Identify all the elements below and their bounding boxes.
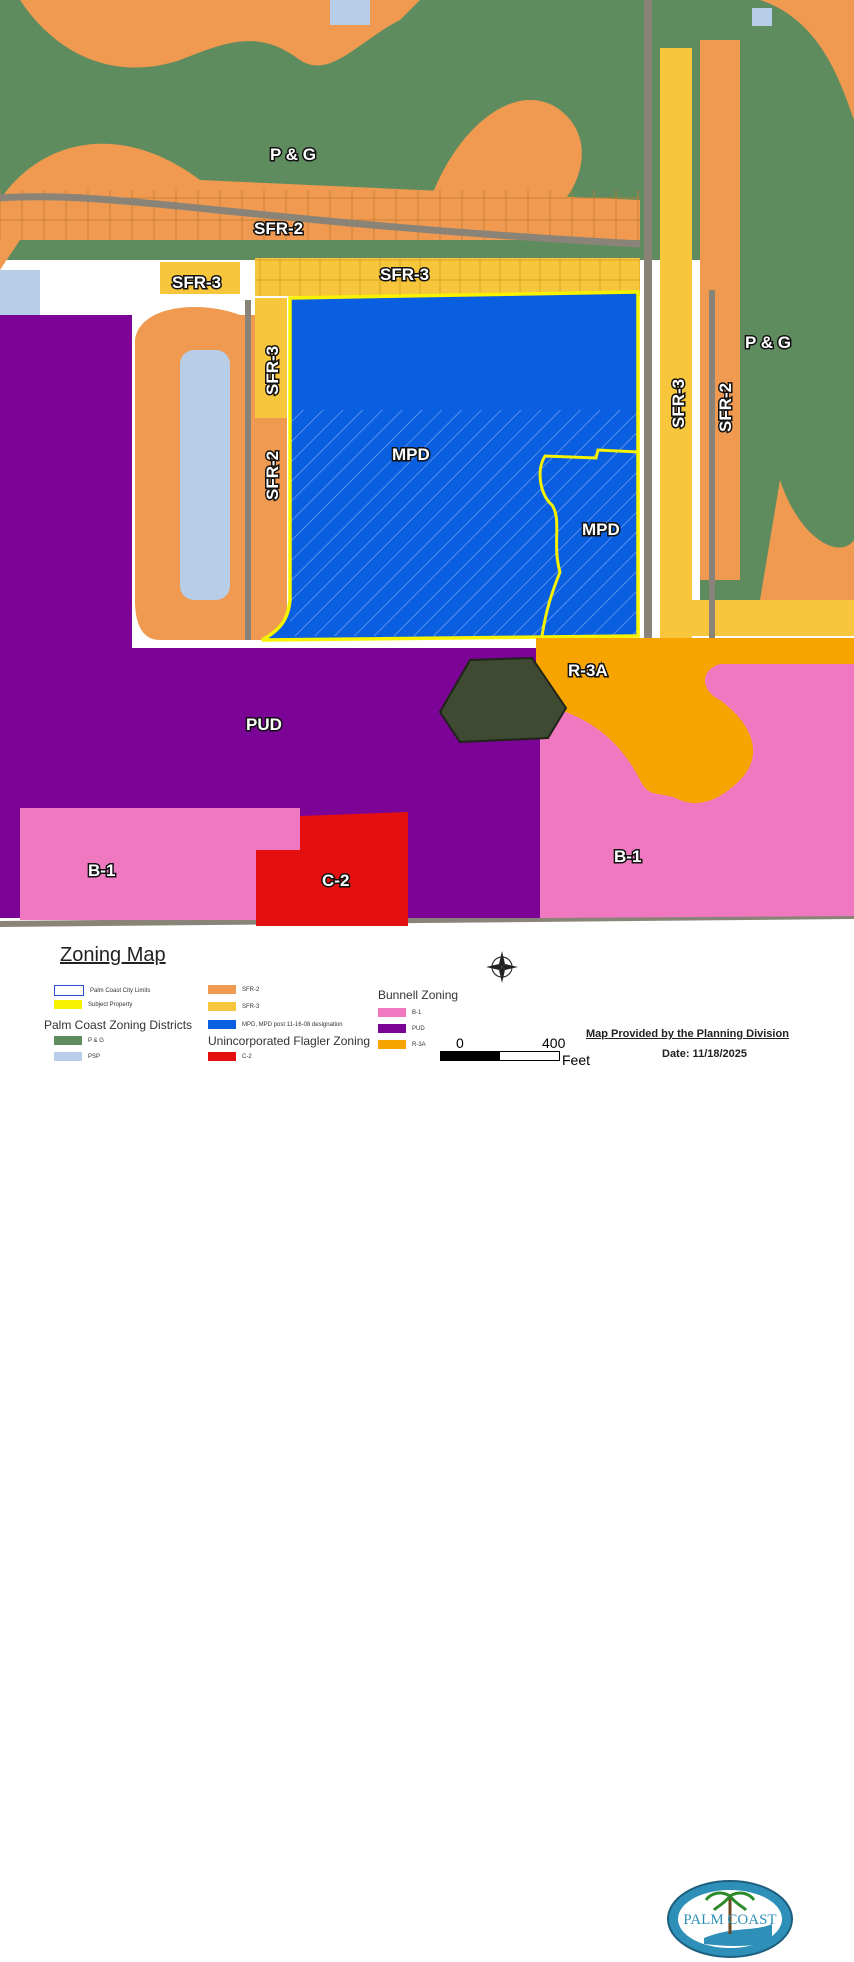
scale-start: 0 — [456, 1035, 464, 1051]
scale-unit: Feet — [562, 1052, 591, 1068]
label-sfr2-vertical: SFR-2 — [263, 451, 282, 500]
label-pg-east: P & G — [745, 333, 791, 352]
swatch-pg — [54, 1036, 82, 1045]
legend-title: Zoning Map — [60, 944, 166, 966]
zone-sfr2-east-strip — [700, 40, 740, 580]
label-sfr3-top: SFR-3 — [380, 265, 429, 284]
legend: Zoning Map Palm Coast City Limits Subjec… — [22, 930, 854, 1958]
palm-coast-logo: PALM COAST — [667, 1880, 793, 1958]
legend-palm-coast-heading: Palm Coast Zoning Districts — [44, 1018, 193, 1032]
legend-pud: PUD — [378, 1024, 425, 1033]
subject-property-inner-line — [538, 448, 639, 637]
scale-bar — [440, 1051, 560, 1061]
legend-sfr3: SFR-3 — [208, 1002, 259, 1011]
legend-r3a: R-3A — [378, 1040, 426, 1049]
label-sfr2-east: SFR-2 — [716, 383, 735, 432]
zone-sfr2-north-loops — [20, 0, 420, 68]
label-sfr3-left: SFR-3 — [172, 273, 221, 292]
zone-psp-west — [0, 270, 40, 315]
swatch-r3a — [378, 1040, 406, 1049]
legend-bunnell-heading: Bunnell Zoning — [378, 988, 459, 1002]
zone-b1-west — [20, 808, 300, 920]
swatch-psp — [54, 1052, 82, 1061]
legend-mpd: MPD, MPD post 11-16-08 designation — [208, 1020, 343, 1029]
swatch-city-limits — [54, 985, 84, 996]
swatch-b1 — [378, 1008, 406, 1017]
label-sfr3-vertical: SFR-3 — [263, 346, 282, 395]
zone-sfr2-vertical — [255, 418, 287, 640]
scale-end: 400 — [542, 1035, 566, 1051]
zone-sfr3-vertical — [255, 298, 287, 418]
legend-subject-property: Subject Property — [54, 1000, 132, 1009]
label-mpd-main: MPD — [392, 445, 430, 464]
zone-sfr2-far-east — [760, 480, 854, 600]
zone-r3a — [536, 638, 854, 804]
legend-unincorporated-heading: Unincorporated Flagler Zoning — [208, 1034, 371, 1048]
zoning-map: P & G SFR-2 SFR-3 SFR-3 P & G SFR-3 SFR-… — [0, 0, 854, 927]
label-sfr3-east: SFR-3 — [669, 379, 688, 428]
lot-grid-sfr3 — [255, 258, 640, 296]
zone-sfr3-bottom-east — [668, 600, 854, 636]
label-r3a: R-3A — [568, 661, 608, 680]
north-arrow-icon — [486, 951, 518, 983]
zone-c2 — [256, 812, 408, 926]
legend-sfr2: SFR-2 — [208, 985, 259, 994]
legend-b1: B-1 — [378, 1008, 421, 1017]
swatch-pud — [378, 1024, 406, 1033]
logo-text: PALM COAST — [683, 1912, 776, 1928]
label-mpd-east: MPD — [582, 520, 620, 539]
legend-pg: P & G — [54, 1036, 104, 1045]
subject-property-outline — [261, 290, 640, 642]
label-pud: PUD — [246, 715, 282, 734]
mpd-hatch — [290, 410, 638, 636]
swatch-sfr2 — [208, 985, 236, 994]
swatch-mpd — [208, 1020, 236, 1029]
swatch-sfr3 — [208, 1002, 236, 1011]
zone-sfr3-left-block — [160, 262, 240, 294]
map-date: Date: 11/18/2025 — [662, 1048, 748, 1060]
road-main-east-west — [0, 193, 641, 248]
label-b1-west: B-1 — [88, 861, 115, 880]
zone-psp-ne — [752, 8, 772, 26]
label-c2: C-2 — [322, 871, 349, 890]
label-sfr2-top: SFR-2 — [254, 219, 303, 238]
label-pg-north: P & G — [270, 145, 316, 164]
zone-psp-north — [330, 0, 370, 25]
swatch-subject-property — [54, 1000, 82, 1009]
label-b1-east: B-1 — [614, 847, 641, 866]
zone-pud — [0, 315, 540, 918]
swatch-c2 — [208, 1052, 236, 1061]
zone-sfr2-east-curve — [760, 0, 854, 120]
legend-city-limits: Palm Coast City Limits — [54, 985, 150, 996]
legend-psp: PSP — [54, 1052, 100, 1061]
legend-c2: C-2 — [208, 1052, 252, 1061]
zone-loop-center — [180, 350, 230, 600]
provided-by-text: Map Provided by the Planning Division — [586, 1028, 789, 1040]
pond — [438, 656, 568, 744]
road-south-edge — [0, 913, 854, 927]
zone-sfr3-east-strip — [660, 48, 692, 638]
